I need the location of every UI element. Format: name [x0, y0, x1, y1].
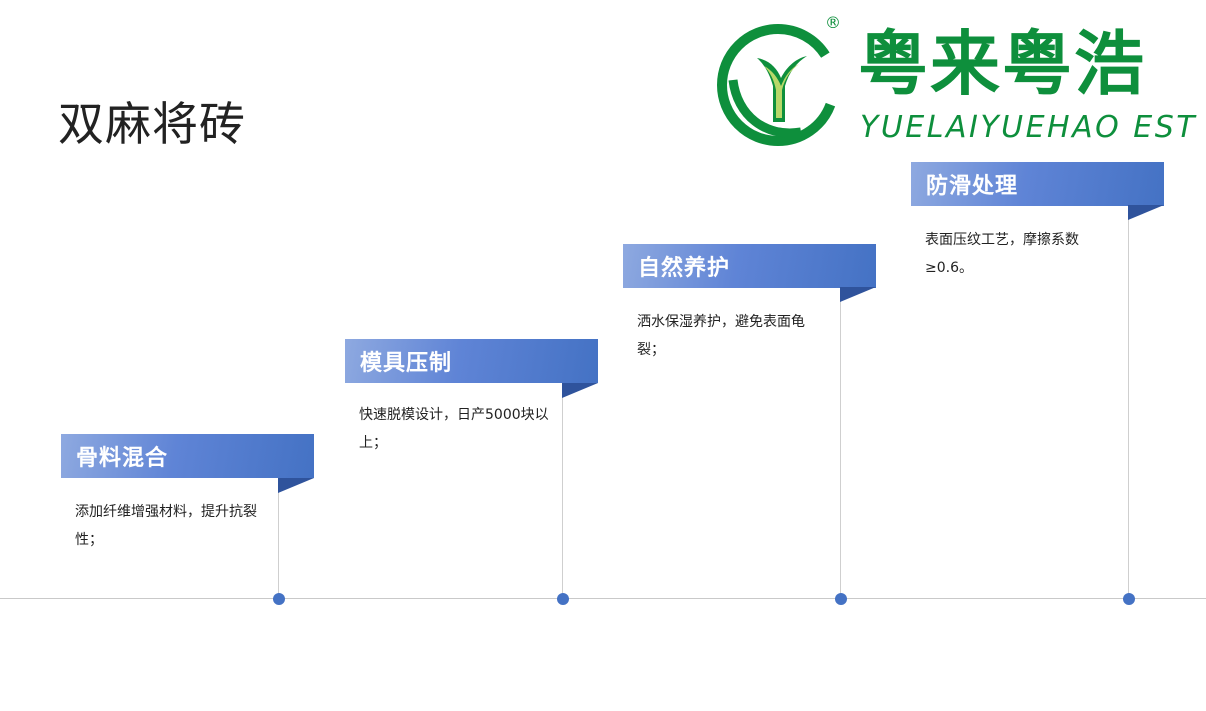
step-title: 模具压制: [360, 351, 453, 376]
page-title: 双麻将砖: [58, 97, 246, 151]
step-description: 表面压纹工艺，摩擦系数≥0.6。: [925, 232, 1079, 276]
timeline-axis: [0, 598, 1206, 599]
step-description: 洒水保湿养护，避免表面龟裂；: [637, 314, 805, 358]
step-title: 自然养护: [638, 256, 731, 281]
step-description: 添加纤维增强材料，提升抗裂性；: [75, 504, 257, 548]
step-connector: [278, 478, 279, 598]
step-connector: [562, 383, 563, 598]
step-marker-dot: [1123, 593, 1135, 605]
step-header-2: 模具压制: [345, 339, 598, 383]
step-connector: [840, 287, 841, 598]
registered-mark: ®: [825, 13, 841, 32]
ribbon-fold-icon: [840, 287, 876, 302]
logo-name-cn: 粤来粤浩: [858, 23, 1146, 105]
step-description: 快速脱模设计，日产5000块以上；: [359, 407, 549, 451]
step-marker-dot: [273, 593, 285, 605]
step-header-3: 自然养护: [623, 244, 876, 288]
brand-logo: ® 粤来粤浩 YUELAIYUEHAO EST: [715, 13, 1195, 150]
ribbon-fold-icon: [1128, 205, 1164, 220]
step-title: 骨料混合: [76, 446, 169, 471]
step-marker-dot: [557, 593, 569, 605]
ribbon-fold-icon: [278, 478, 314, 493]
step-header-4: 防滑处理: [911, 162, 1164, 206]
step-title: 防滑处理: [926, 174, 1019, 199]
step-marker-dot: [835, 593, 847, 605]
logo-name-en: YUELAIYUEHAO EST: [860, 110, 1198, 145]
step-header-1: 骨料混合: [61, 434, 314, 478]
logo-emblem-icon: [717, 24, 839, 146]
ribbon-fold-icon: [562, 383, 598, 398]
step-connector: [1128, 205, 1129, 598]
